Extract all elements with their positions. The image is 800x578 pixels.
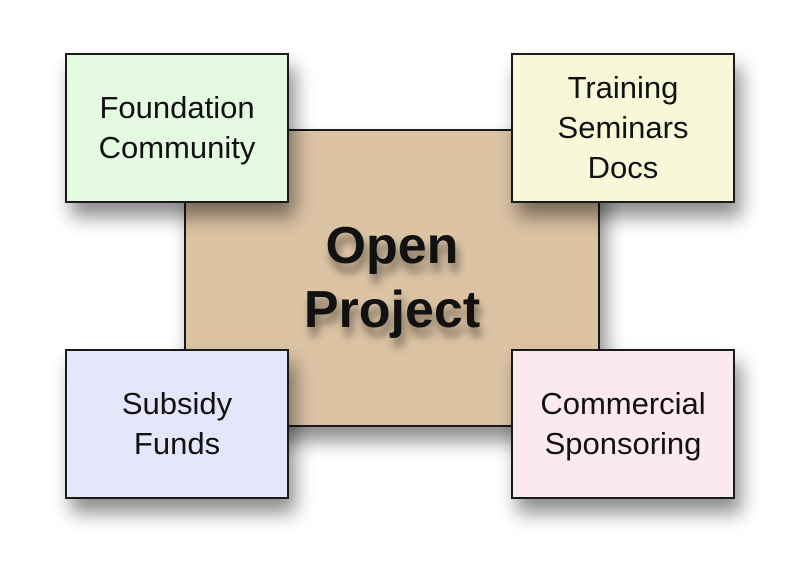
seminars-line: Seminars	[557, 110, 689, 145]
funds-line: Funds	[133, 426, 221, 461]
sponsoring-line: Sponsoring	[544, 426, 702, 461]
center-line-1: Open	[325, 217, 459, 275]
docs-line: Docs	[587, 150, 659, 185]
foundation-line: Foundation	[99, 90, 255, 125]
commercial-line: Commercial	[540, 386, 706, 421]
commercial-sponsoring-box: Commercial Sponsoring	[511, 349, 735, 499]
subsidy-line: Subsidy	[121, 386, 233, 421]
community-line: Community	[98, 130, 256, 165]
training-line: Training	[567, 70, 679, 105]
subsidy-funds-box: Subsidy Funds	[65, 349, 289, 499]
training-seminars-docs-box: Training Seminars Docs	[511, 53, 735, 203]
center-line-2: Project	[303, 281, 481, 339]
foundation-community-box: Foundation Community	[65, 53, 289, 203]
